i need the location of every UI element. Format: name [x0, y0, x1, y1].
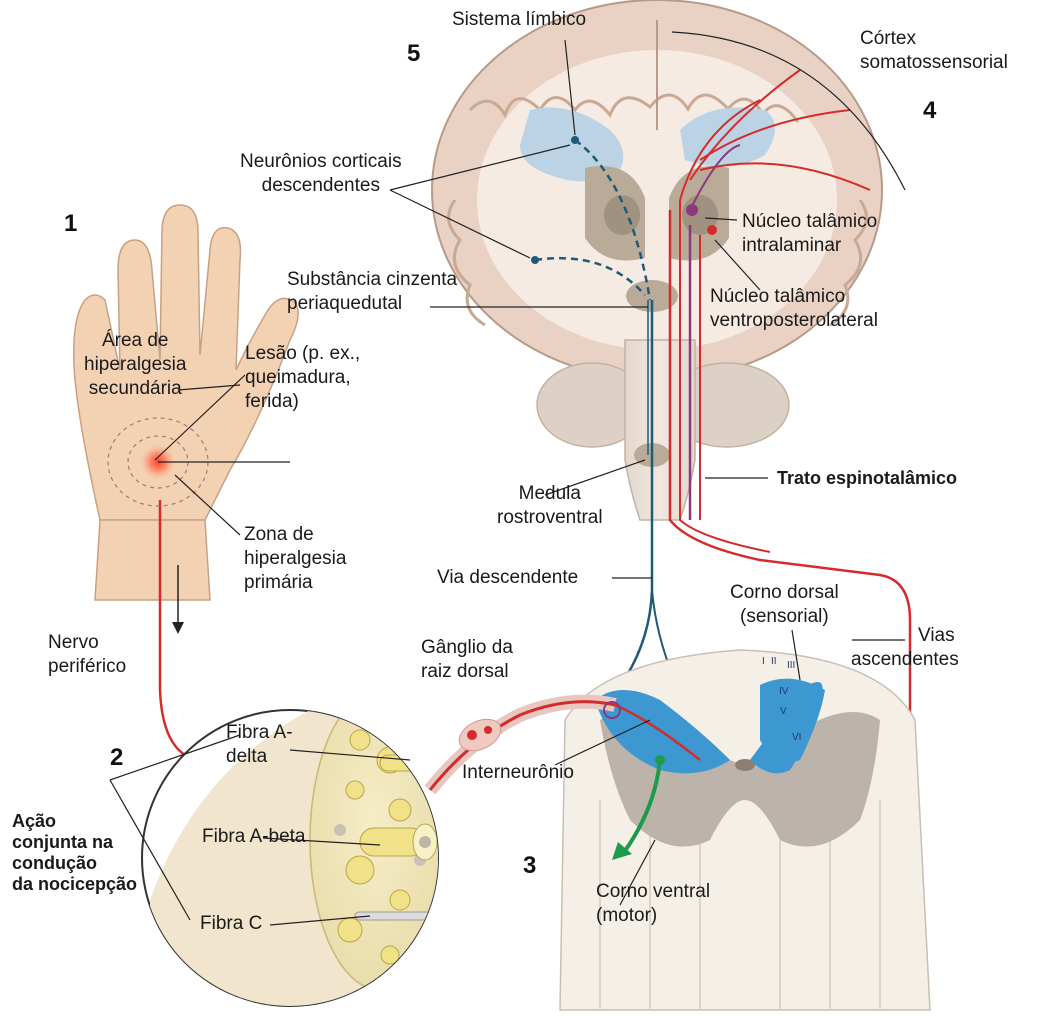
label-line: Nervo: [48, 631, 126, 655]
label-neuronios-corticais: Neurônios corticais descendentes: [240, 150, 402, 198]
label-corno-ventral: Corno ventral (motor): [596, 880, 710, 928]
label-line: ventroposterolateral: [710, 309, 878, 333]
label-line: descendentes: [240, 174, 402, 198]
label-line: Área de: [84, 329, 186, 353]
label-line: queimadura,: [245, 366, 360, 390]
label-line: Vias: [896, 624, 959, 648]
fiber-a-delta-shape: [380, 751, 440, 775]
label-line: rostroventral: [497, 506, 603, 530]
label-line: Corno ventral: [596, 880, 710, 904]
label-line: ascendentes: [851, 648, 959, 672]
label-line: secundária: [84, 377, 186, 401]
label-trato-espinotalamico: Trato espinotalâmico: [777, 468, 957, 489]
label-nucleo-ventroposterolateral: Núcleo talâmico ventroposterolateral: [710, 285, 878, 333]
step-number-5: 5: [407, 42, 420, 66]
label-line: Substância cinzenta: [287, 268, 457, 292]
nerve-cross-section: [142, 680, 480, 1010]
lamina-label: III: [787, 660, 795, 671]
label-line: (motor): [596, 904, 710, 928]
label-line: Núcleo talâmico: [710, 285, 878, 309]
brainstem: [625, 340, 695, 520]
fiber-a-beta-shape: [360, 824, 437, 860]
lamina-label: II: [771, 656, 777, 667]
label-vias-ascendentes: Vias ascendentes: [896, 624, 959, 672]
step-number-1: 1: [64, 212, 77, 236]
label-sistema-limbico: Sistema límbico: [452, 8, 586, 32]
label-line: da nocicepção: [12, 874, 137, 895]
label-line: Ação: [12, 811, 137, 832]
label-line: ferida): [245, 390, 360, 414]
wrist: [95, 520, 210, 600]
lamina-label: VI: [792, 732, 801, 743]
label-nucleo-intralaminar: Núcleo talâmico intralaminar: [742, 210, 877, 258]
label-lesao: Lesão (p. ex., queimadura, ferida): [245, 342, 360, 414]
label-medula-rostroventral: Medula rostroventral: [497, 482, 603, 530]
label-line: conjunta na: [12, 832, 137, 853]
lamina-label: V: [780, 706, 787, 717]
label-substancia-cinzenta: Substância cinzenta periaquedutal: [287, 268, 457, 316]
label-corno-dorsal: Corno dorsal (sensorial): [730, 581, 839, 629]
label-line: Córtex: [860, 27, 1008, 51]
brain: [432, 0, 882, 520]
label-fibra-c: Fibra C: [200, 912, 262, 936]
label-line: Neurônios corticais: [240, 150, 402, 174]
label-ganglio-raiz-dorsal: Gânglio da raiz dorsal: [421, 636, 513, 684]
label-fibra-a-delta: Fibra A- delta: [226, 721, 293, 769]
label-line: Corno dorsal: [730, 581, 839, 605]
label-line: hiperalgesia: [244, 547, 346, 571]
label-zona-hiperalgesia: Zona de hiperalgesia primária: [244, 523, 346, 595]
label-nervo-periferico: Nervo periférico: [48, 631, 126, 679]
label-line: Fibra A-: [226, 721, 293, 745]
label-line: Medula: [497, 482, 603, 506]
label-cortex-somatossensorial: Córtex somatossensorial: [860, 27, 1008, 75]
label-acao-conjunta: Ação conjunta na condução da nocicepção: [12, 811, 137, 895]
label-line: Lesão (p. ex.,: [245, 342, 360, 366]
label-line: hiperalgesia: [84, 353, 186, 377]
label-area-hiperalgesia: Área de hiperalgesia secundária: [84, 329, 186, 401]
step-number-2: 2: [110, 746, 123, 770]
lamina-label: IV: [779, 686, 788, 697]
label-line: raiz dorsal: [421, 660, 513, 684]
direction-arrowhead: [172, 622, 184, 634]
label-fibra-a-beta: Fibra A-beta: [202, 825, 306, 849]
label-line: delta: [226, 745, 293, 769]
lamina-label: I: [762, 656, 765, 667]
label-line: condução: [12, 853, 137, 874]
label-line: Zona de: [244, 523, 346, 547]
label-line: somatossensorial: [860, 51, 1008, 75]
label-line: (sensorial): [730, 605, 839, 629]
label-line: periaquedutal: [287, 292, 457, 316]
label-line: intralaminar: [742, 234, 877, 258]
central-canal: [735, 759, 755, 771]
step-number-3: 3: [523, 854, 536, 878]
label-interneuronio: Interneurônio: [462, 761, 574, 785]
label-via-descendente: Via descendente: [437, 566, 578, 590]
label-line: periférico: [48, 655, 126, 679]
label-line: primária: [244, 571, 346, 595]
label-line: Gânglio da: [421, 636, 513, 660]
label-line: Núcleo talâmico: [742, 210, 877, 234]
step-number-4: 4: [923, 99, 936, 123]
